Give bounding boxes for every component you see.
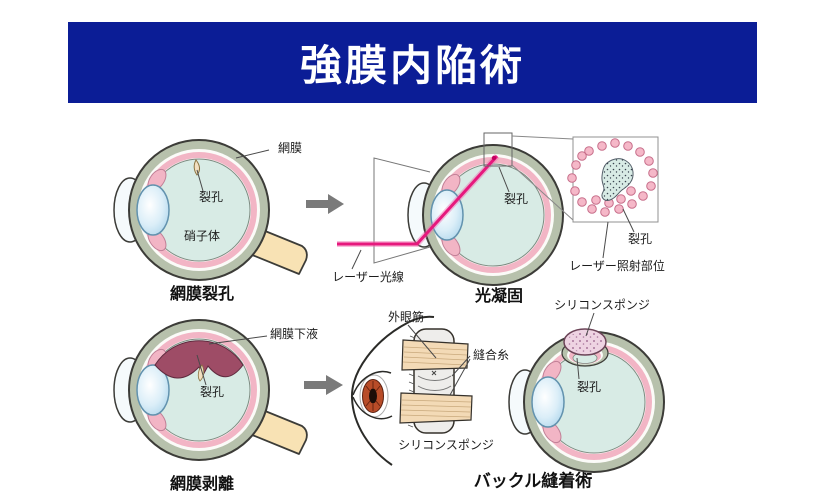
extraocular-muscle-upper [401, 339, 469, 371]
page-title: 強膜内陥術 [299, 41, 525, 90]
suture-ticks [407, 335, 416, 428]
retinal-tear-flap [193, 159, 200, 176]
inset-tear-speckle [601, 158, 634, 201]
label-vitreous: 硝子体 [183, 229, 221, 243]
inset-connector-lines [511, 135, 574, 221]
label-silicone-sponge-cross: シリコンスポンジ [554, 298, 650, 312]
buckle-external-diagram [350, 315, 473, 466]
retinal-tear-flap [197, 364, 205, 382]
label-laser-beam: レーザー光線 [332, 270, 404, 284]
label-retina: 網膜 [277, 141, 303, 155]
label-tear-1: 裂孔 [198, 190, 224, 204]
iris-striations [365, 381, 381, 411]
caption-photocoagulation: 光凝固 [474, 286, 524, 305]
eye-retinal-detachment [113, 319, 308, 461]
label-tear-2: 裂孔 [503, 192, 529, 206]
muscle-fibers-lower [400, 399, 472, 418]
title-banner: 強膜内陥術 [68, 22, 757, 103]
extraocular-muscle-lower [399, 392, 473, 424]
magnified-region-box [483, 132, 513, 167]
label-suture: 縫合糸 [472, 348, 510, 362]
laser-lens-cone [373, 157, 431, 264]
sponge-texture [567, 331, 603, 353]
eyeball-silhouette-top [408, 315, 435, 323]
eyelid-outline [352, 371, 393, 420]
label-laser-site: レーザー照射部位 [569, 259, 665, 273]
leader-lines [196, 149, 635, 396]
buckle-indentation [561, 328, 609, 367]
eye-retinal-tear [113, 139, 308, 281]
subretinal-fluid-area [154, 340, 244, 379]
label-tear-3: 裂孔 [199, 385, 225, 399]
label-silicone-sponge-external: シリコンスポンジ [398, 438, 494, 452]
label-subretinal-fluid: 網膜下液 [269, 327, 319, 341]
arrow-right-icon [304, 375, 343, 395]
label-tear-4: 裂孔 [576, 380, 602, 394]
laser-burn-spot [491, 155, 497, 161]
caption-buckle-suturing: バックル縫着術 [473, 471, 593, 492]
suture-knot [431, 370, 437, 376]
arrow-right-icon [306, 194, 344, 214]
label-tear-inset: 裂孔 [627, 232, 653, 246]
eye-photocoagulation [337, 144, 564, 286]
caption-retinal-detachment: 網膜剥離 [169, 474, 235, 493]
muscle-fibers-upper [402, 346, 468, 366]
eyeball-silhouette [350, 321, 410, 466]
suture-stitches [417, 375, 452, 391]
eye-buckle-cross-section [508, 328, 665, 473]
label-extraocular-muscle: 外眼筋 [387, 310, 425, 324]
pupil [369, 388, 377, 404]
eye-cross-section [113, 139, 270, 281]
laser-inset [567, 136, 659, 223]
laser-spots [567, 138, 658, 217]
caption-retinal-tear: 網膜裂孔 [169, 284, 235, 303]
laser-beam [337, 154, 499, 246]
